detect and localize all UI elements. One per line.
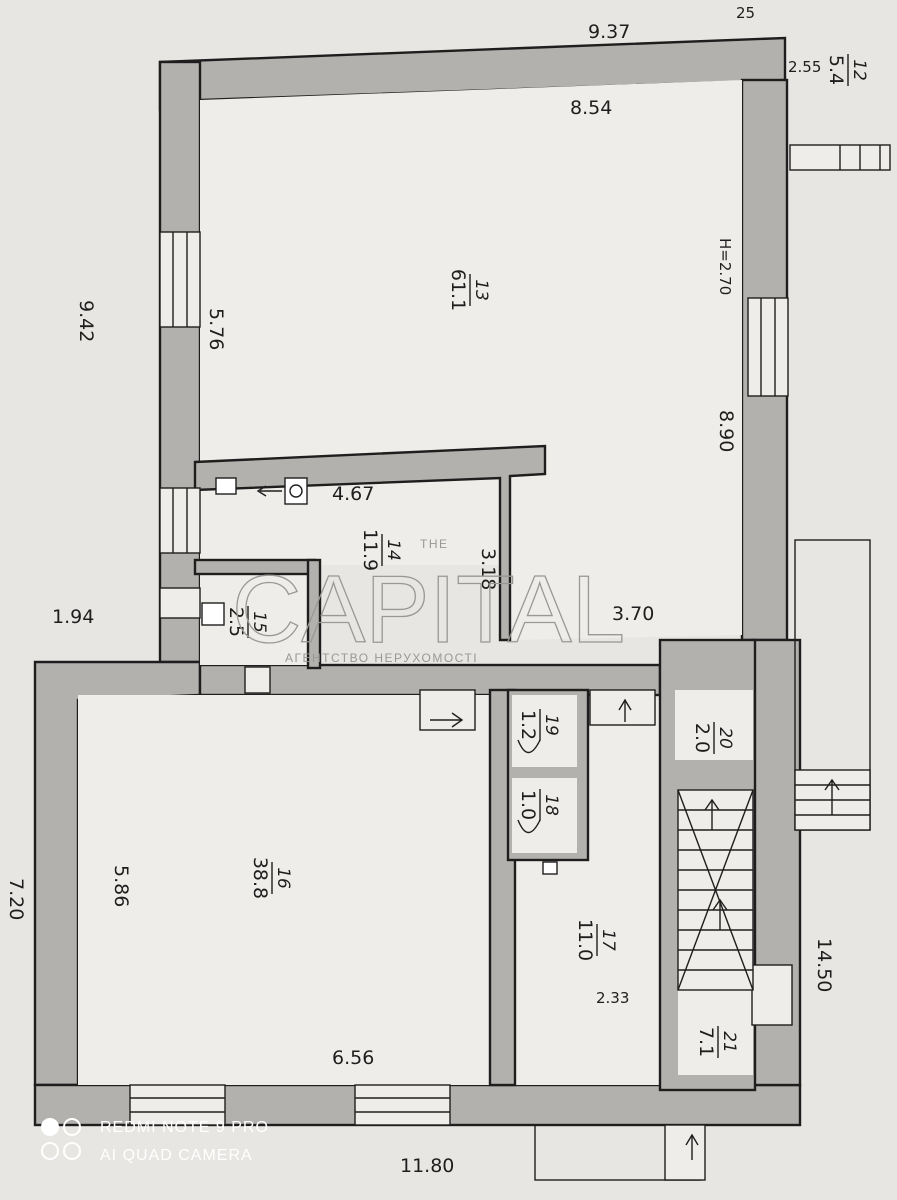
- dim-left-lower: 7.20: [5, 878, 27, 920]
- watermark-small: THE: [420, 537, 449, 551]
- room-area: 38.8: [249, 857, 271, 899]
- windows: [129, 231, 793, 1126]
- camera-logo-icon: [41, 1118, 59, 1136]
- room-area: 11.9: [359, 529, 381, 571]
- room-number: 19: [541, 714, 561, 736]
- dim-top-right-a: 2.55: [788, 58, 821, 76]
- room-area: 1.0: [517, 790, 539, 820]
- dim-top-outer: 9.37: [588, 21, 630, 43]
- room-area: 61.1: [447, 269, 469, 311]
- room-label-15: 152.5: [225, 606, 269, 638]
- camera-model: REDMI NOTE 9 PRO: [100, 1119, 269, 1136]
- room-number: 21: [719, 1031, 739, 1053]
- dim-room16-height: 5.86: [110, 865, 132, 907]
- room-number: 14: [383, 539, 403, 561]
- fixtures: [201, 477, 558, 875]
- dim-top-right-b: 25: [736, 4, 755, 22]
- dim-room17-width: 2.33: [596, 989, 629, 1007]
- room-number: 12: [849, 59, 869, 81]
- room-number: 20: [715, 727, 735, 749]
- watermark: THE CAPITAL АГЕНТСТВО НЕРУХОМОСТІ: [231, 537, 625, 665]
- dim-room13-width: 8.54: [570, 97, 612, 119]
- room-number: 17: [598, 929, 618, 951]
- dim-corridor-width: 3.70: [612, 603, 654, 625]
- camera-type: AI QUAD CAMERA: [100, 1147, 253, 1164]
- dim-left-outer: 9.42: [75, 300, 97, 342]
- room-area: 1.2: [517, 710, 539, 740]
- room-number: 18: [541, 794, 561, 816]
- dim-ceiling-height: H=2.70: [716, 238, 734, 295]
- room-label-19: 191.2: [517, 709, 561, 741]
- dim-bottom-outer: 11.80: [400, 1155, 454, 1177]
- room-label-12: 125.4: [825, 54, 869, 86]
- room-label-20: 202.0: [691, 722, 735, 754]
- watermark-brand: CAPITAL: [232, 556, 625, 663]
- dim-room14-depth: 3.18: [477, 548, 499, 590]
- room-number: 16: [273, 867, 293, 889]
- room-number: 13: [471, 279, 491, 301]
- room-number: 15: [249, 611, 269, 633]
- dim-right-inner: 8.90: [715, 410, 737, 452]
- room-label-18: 181.0: [517, 789, 561, 821]
- dimension-labels: 9.37 2.55 25 8.54 9.42 5.76 H=2.70 8.90 …: [5, 4, 835, 1177]
- entrance-porch: [419, 144, 891, 1181]
- room-area: 5.4: [825, 55, 847, 85]
- camera-stamp: REDMI NOTE 9 PRO AI QUAD CAMERA: [41, 1118, 269, 1164]
- dim-room13-height: 5.76: [205, 308, 227, 350]
- staircase: [677, 789, 754, 991]
- room-floors: [78, 80, 742, 1085]
- watermark-tagline: АГЕНТСТВО НЕРУХОМОСТІ: [285, 651, 478, 665]
- room-area: 11.0: [574, 919, 596, 961]
- dim-step-left: 1.94: [52, 606, 94, 628]
- room-area: 2.5: [225, 607, 247, 637]
- dim-room14-width: 4.67: [332, 483, 374, 505]
- room-area: 2.0: [691, 723, 713, 753]
- dim-room16-width: 6.56: [332, 1047, 374, 1069]
- room-label-21: 217.1: [695, 1026, 739, 1058]
- dim-right-outer: 14.50: [813, 938, 835, 992]
- room-area: 7.1: [695, 1027, 717, 1057]
